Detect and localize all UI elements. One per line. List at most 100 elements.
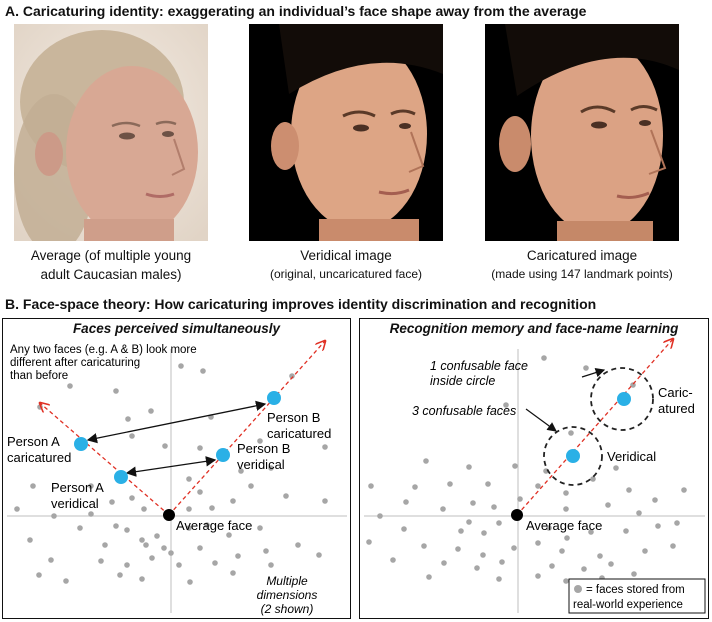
annotation-3-arrow <box>526 409 556 431</box>
stored-face-dot <box>652 497 658 503</box>
stored-face-dot <box>605 502 611 508</box>
stored-face-dot <box>230 498 236 504</box>
stored-face-dot <box>496 520 502 526</box>
stored-face-dot <box>390 557 396 563</box>
stored-face-dot <box>129 433 135 439</box>
stored-face-dot <box>230 570 236 576</box>
stored-face-dot <box>636 510 642 516</box>
stored-face-dot <box>27 537 33 543</box>
left-note-line2: different after caricaturing <box>10 357 140 369</box>
stored-face-dot <box>608 561 614 567</box>
stored-face-dot <box>613 465 619 471</box>
stored-face-dot <box>186 476 192 482</box>
stored-face-dot <box>642 548 648 554</box>
stored-face-dot <box>77 525 83 531</box>
section-b-title: B. Face-space theory: How caricaturing i… <box>5 296 596 312</box>
stored-face-dot <box>563 578 569 584</box>
stored-face-dot <box>626 487 632 493</box>
person-a-caricatured-label-2: caricatured <box>7 450 71 465</box>
stored-face-dot <box>98 558 104 564</box>
stored-face-dot <box>124 527 130 533</box>
person-a-caricatured-label-1: Person A <box>7 434 60 449</box>
stored-face-dot <box>623 528 629 534</box>
stored-face-dot <box>401 526 407 532</box>
stored-face-dot <box>499 559 505 565</box>
stored-face-dot <box>257 525 263 531</box>
stored-face-dot <box>466 519 472 525</box>
trajectory-right <box>517 339 673 515</box>
stored-face-dot <box>631 571 637 577</box>
stored-face-dot <box>535 573 541 579</box>
stored-face-dot <box>426 574 432 580</box>
stored-face-dot <box>36 572 42 578</box>
stored-face-dot <box>535 483 541 489</box>
right-face-space-plot: 1 confusable face inside circle 3 confus… <box>360 319 707 617</box>
person-b-caricatured-label-1: Person B <box>267 410 320 425</box>
stored-face-dot <box>197 545 203 551</box>
annotation-3: 3 confusable faces <box>412 404 516 418</box>
legend-line1: = faces stored from <box>586 584 685 596</box>
person-a-veridical-point <box>114 470 128 484</box>
stored-face-dot <box>480 552 486 558</box>
stored-face-dot <box>141 506 147 512</box>
stored-face-dot <box>149 555 155 561</box>
stored-face-dot <box>681 487 687 493</box>
person-b-veridical-point <box>216 448 230 462</box>
stored-face-dot <box>655 523 661 529</box>
stored-face-dot <box>109 499 115 505</box>
stored-face-dot <box>491 504 497 510</box>
stored-face-dot <box>377 513 383 519</box>
stored-face-dot <box>209 505 215 511</box>
left-note-line3: than before <box>10 370 68 382</box>
stored-face-dot <box>485 481 491 487</box>
stored-face-dot <box>117 572 123 578</box>
caricatured-label-2: atured <box>658 401 695 416</box>
average-caption: Average (of multiple young adult Caucasi… <box>0 246 222 284</box>
stored-face-dot <box>563 490 569 496</box>
stored-face-dot <box>403 499 409 505</box>
stored-face-dot <box>559 548 565 554</box>
legend-dot <box>574 585 582 593</box>
stored-face-dot <box>88 511 94 517</box>
annotation-1-line1: 1 confusable face <box>430 359 528 373</box>
stored-face-dot <box>263 548 269 554</box>
veridical-caption-line1: Veridical image <box>300 248 392 263</box>
stored-face-dot <box>368 483 374 489</box>
left-face-space-plot: Any two faces (e.g. A & B) look more dif… <box>3 319 349 617</box>
stored-face-dot <box>63 578 69 584</box>
stored-face-dot <box>564 535 570 541</box>
dimensions-note-line1: Multiple <box>266 574 308 588</box>
stored-face-dot <box>670 543 676 549</box>
veridical-point <box>566 449 580 463</box>
annotation-1-arrow <box>582 370 604 377</box>
stored-face-dot <box>212 560 218 566</box>
right-panel: Recognition memory and face-name learnin… <box>359 318 709 619</box>
stored-face-dot <box>161 545 167 551</box>
stored-face-dot <box>162 443 168 449</box>
stored-face-dot <box>590 476 596 482</box>
person-b-caricatured-label-2: caricatured <box>267 426 331 441</box>
stored-face-dot <box>568 430 574 436</box>
veridical-caption-line2: (original, uncaricatured face) <box>236 265 456 284</box>
stored-face-dot <box>176 562 182 568</box>
stored-face-dot <box>226 532 232 538</box>
average-face-image <box>14 24 208 241</box>
stored-face-dot <box>583 365 589 371</box>
caricatured-caption: Caricatured image (made using 147 landma… <box>472 246 692 284</box>
stored-face-dot <box>440 506 446 512</box>
stored-face-dot <box>113 388 119 394</box>
stored-face-dot <box>549 563 555 569</box>
stored-face-dot <box>235 553 241 559</box>
veridical-face-image <box>249 24 443 241</box>
right-average-face-label: Average face <box>526 518 602 533</box>
average-caption-line1: Average (of multiple young <box>31 248 191 263</box>
stored-face-dot <box>511 545 517 551</box>
stored-face-dot <box>423 458 429 464</box>
stored-face-dot <box>197 445 203 451</box>
average-face-point <box>163 509 175 521</box>
stored-face-dot <box>322 498 328 504</box>
stored-face-dot <box>517 496 523 502</box>
stored-face-dot <box>421 543 427 549</box>
stored-face-dot <box>268 562 274 568</box>
stored-face-dot <box>197 489 203 495</box>
